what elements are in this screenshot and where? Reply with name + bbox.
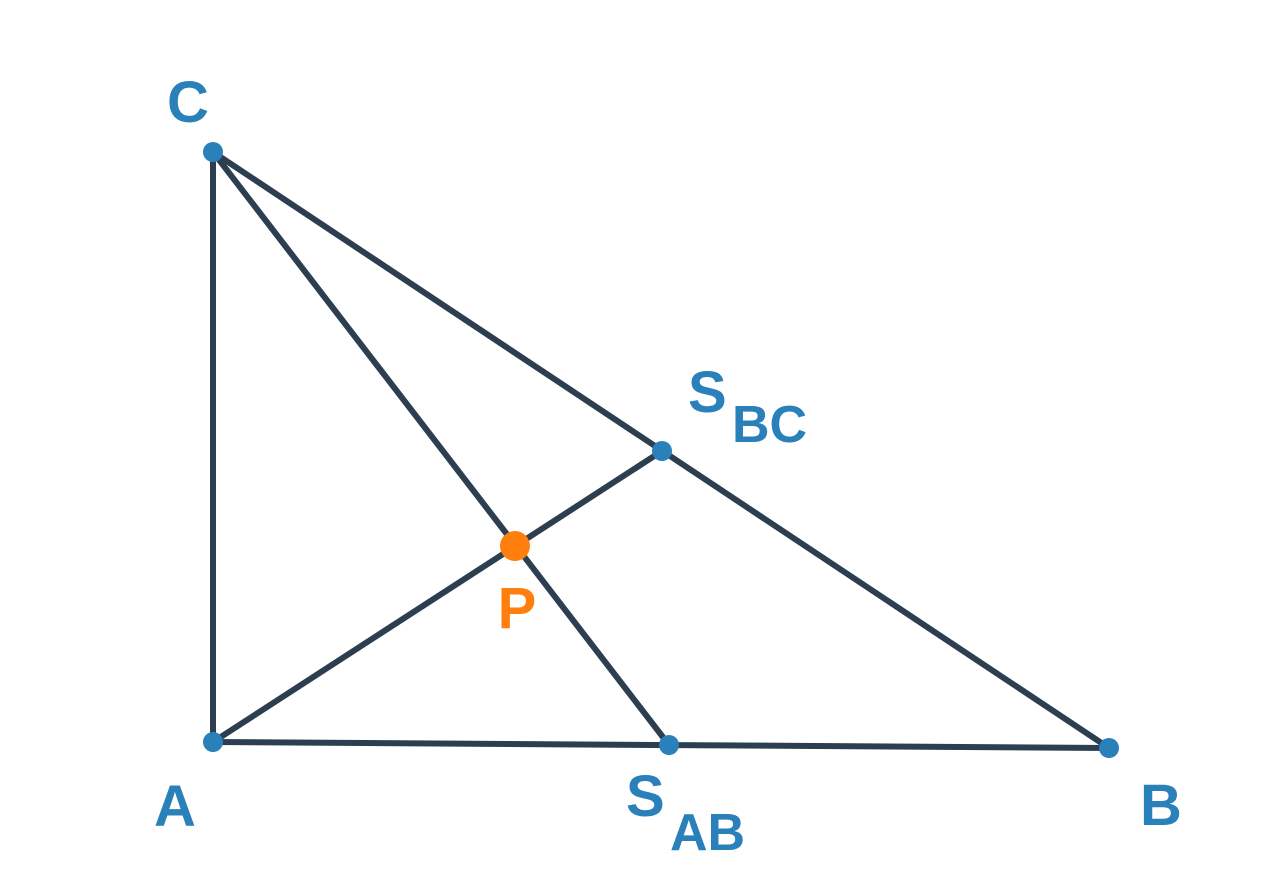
label-s-ab-main: S	[626, 764, 665, 829]
label-s-bc-subscript: BC	[732, 396, 807, 454]
label-s-ab: S AB	[626, 764, 745, 862]
median-a-sbc	[211, 448, 664, 745]
label-c: C	[167, 70, 209, 135]
point-p	[500, 531, 530, 561]
point-s-bc	[652, 441, 672, 461]
label-a: A	[154, 774, 196, 839]
point-s-ab	[659, 735, 679, 755]
label-b: B	[1140, 773, 1182, 838]
label-s-bc-main: S	[688, 360, 727, 425]
point-c	[203, 142, 223, 162]
median-c-sab	[210, 150, 672, 747]
point-b	[1099, 738, 1119, 758]
point-a	[203, 732, 223, 752]
label-p: P	[498, 576, 537, 641]
label-s-ab-subscript: AB	[670, 804, 745, 862]
label-s-bc: S BC	[688, 360, 807, 454]
